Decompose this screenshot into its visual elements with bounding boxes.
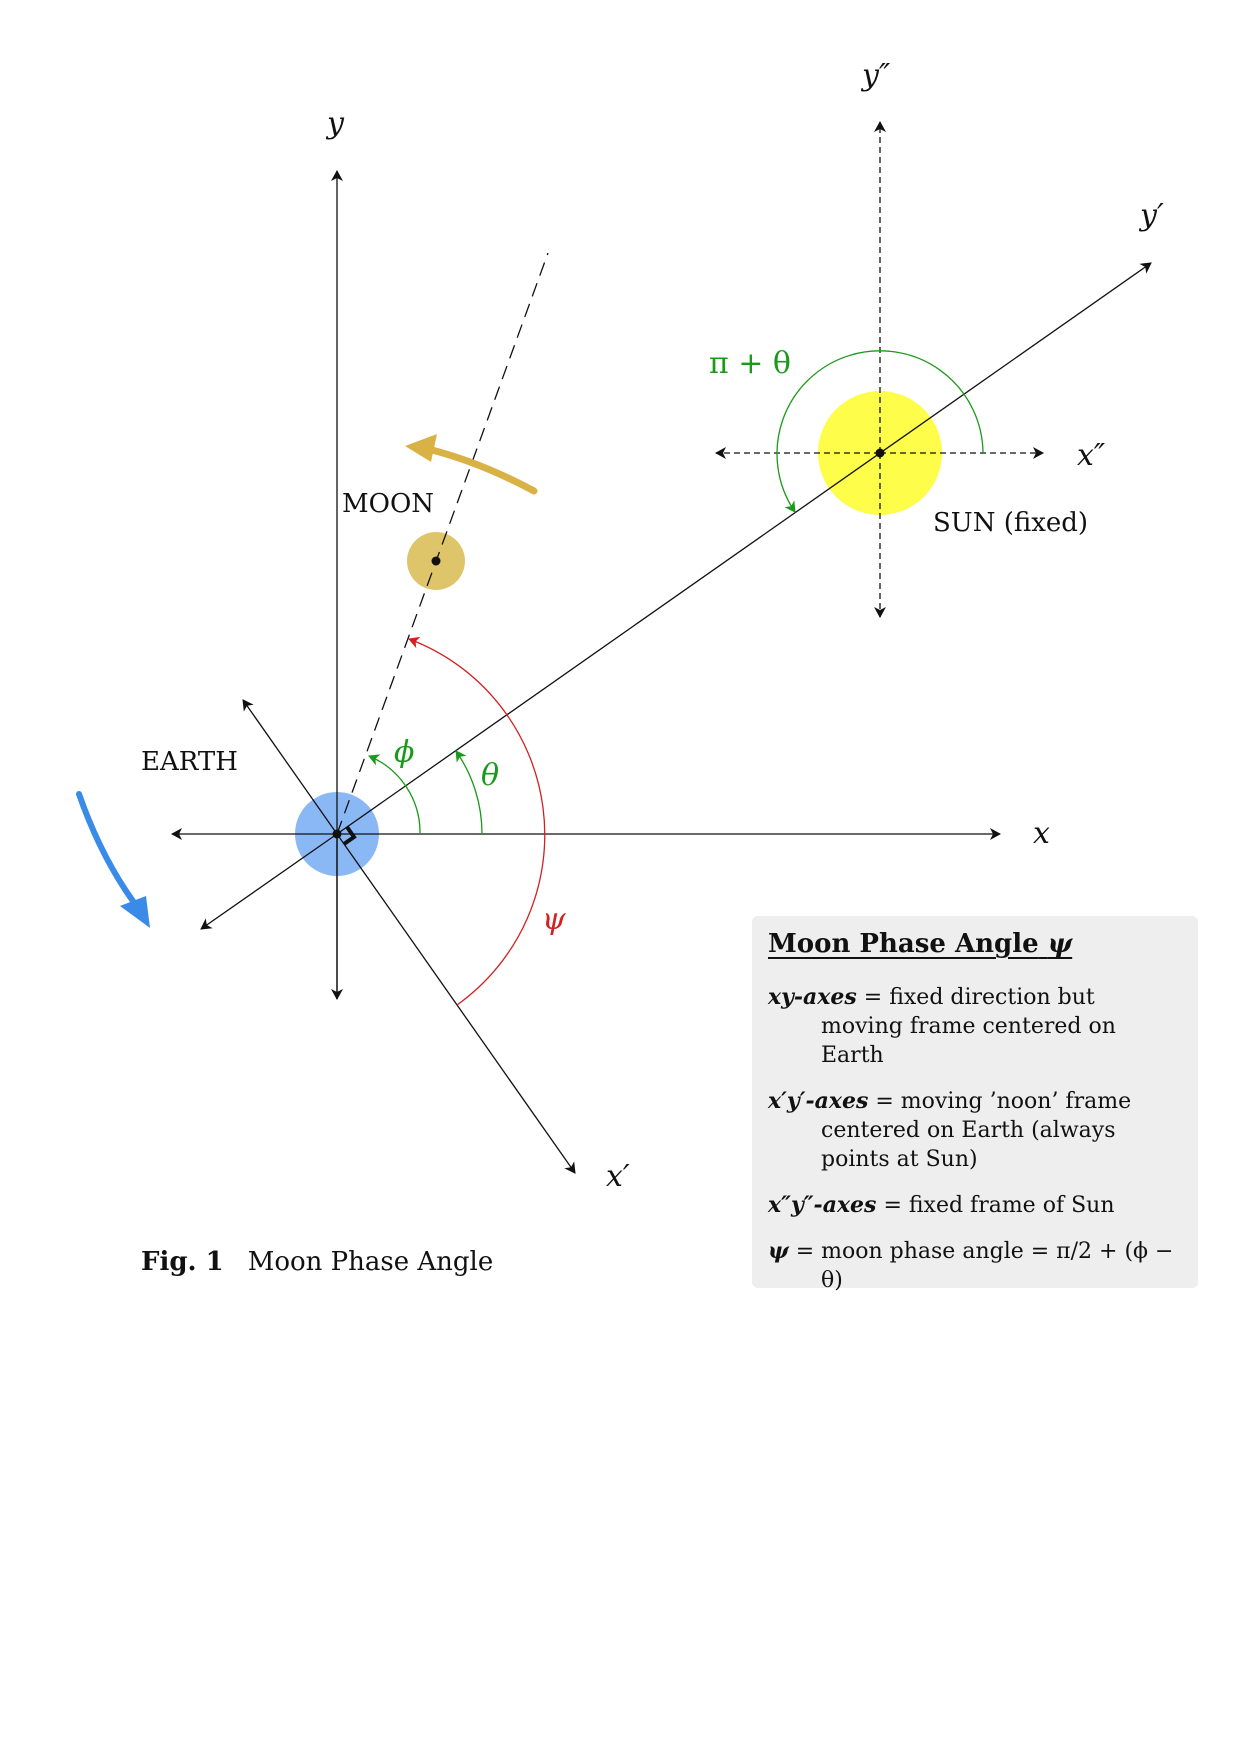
x-axis-label: x xyxy=(1033,816,1050,851)
legend-title-symbol: ψ xyxy=(1047,929,1073,959)
psi-arc xyxy=(408,636,546,1006)
figure-caption: Fig. 1 Moon Phase Angle xyxy=(141,1247,493,1277)
legend-title: Moon Phase Angle ψ xyxy=(768,929,1073,959)
earth-center-dot xyxy=(332,829,342,839)
legend-term: x″y″-axes xyxy=(768,1192,877,1218)
legend-item-xy-dprime: x″y″-axes = fixed frame of Sun xyxy=(768,1191,1182,1220)
moon-name: MOON xyxy=(342,489,434,519)
earth-moon-line xyxy=(336,252,549,835)
phi-label: ϕ xyxy=(394,735,414,770)
x-prime-axis-neg xyxy=(242,699,338,835)
legend-item-psi: ψ = moon phase angle = π/2 + (ϕ − θ) xyxy=(768,1237,1182,1295)
earth-motion-arrowhead xyxy=(120,896,150,928)
legend-text: = moon phase angle = π/2 + (ϕ − θ) xyxy=(788,1239,1174,1293)
legend-item-xy-prime: x′y′-axes = moving ’noon’ frame centered… xyxy=(768,1087,1182,1174)
x-prime-axis xyxy=(336,833,576,1174)
pi-theta-label: π + θ xyxy=(709,346,791,381)
x-dprime-axis-label: x″ xyxy=(1077,438,1106,473)
moon-motion-arrow xyxy=(424,445,538,495)
figure-title: Moon Phase Angle xyxy=(247,1247,494,1277)
right-angle-mark xyxy=(342,825,357,846)
earth-name: EARTH xyxy=(141,747,238,777)
legend-text: = fixed frame of Sun xyxy=(876,1193,1115,1218)
legend-term: x′y′-axes xyxy=(768,1088,869,1114)
legend-term: xy-axes xyxy=(768,984,857,1010)
y-prime-axis-neg xyxy=(200,833,338,930)
y-dprime-axis-label: y″ xyxy=(860,58,891,93)
legend-term: ψ xyxy=(768,1238,789,1264)
legend-box: Moon Phase Angle ψ xy-axes = fixed direc… xyxy=(752,916,1198,1293)
moon-center-dot xyxy=(431,556,441,566)
y-prime-axis xyxy=(336,262,1152,835)
figure-number: Fig. 1 xyxy=(141,1247,224,1277)
legend-text: = moving ’noon’ frame centered on Earth … xyxy=(821,1089,1132,1172)
sun-name: SUN (fixed) xyxy=(933,508,1088,538)
legend-item-xy: xy-axes = fixed direction but moving fra… xyxy=(768,983,1182,1070)
y-axis-label: y xyxy=(325,106,345,141)
psi-label: ψ xyxy=(542,902,566,937)
legend-text: = fixed direction but moving frame cente… xyxy=(821,985,1116,1068)
phi-arc xyxy=(368,754,421,835)
x-prime-axis-label: x′ xyxy=(606,1159,630,1194)
pi-theta-arc xyxy=(776,350,984,513)
earth-motion-arrow xyxy=(76,791,141,911)
moon-motion-arrowhead xyxy=(405,434,437,462)
theta-label: θ xyxy=(481,758,499,793)
y-prime-axis-label: y′ xyxy=(1138,198,1164,233)
sun-center-dot xyxy=(875,448,885,458)
theta-arc xyxy=(455,750,483,835)
